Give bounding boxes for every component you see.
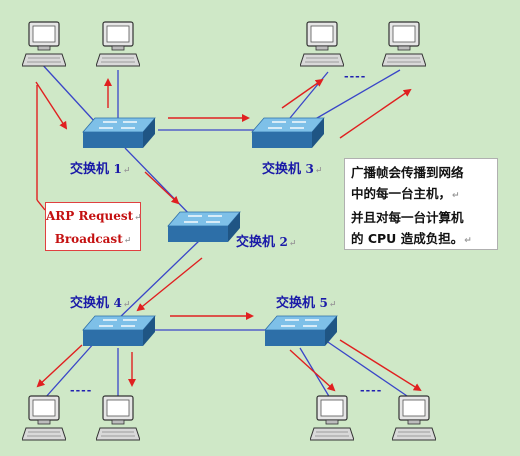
- switch-3: [251, 117, 325, 148]
- arrow-sw5-to-pc8: [339, 339, 422, 392]
- desktop-computer-icon: [382, 21, 426, 67]
- host-pc-6: [96, 395, 140, 441]
- note-line-2: 中的每一台主机，↵: [351, 183, 491, 207]
- switch-label-number: 4: [113, 296, 122, 310]
- switch-2: [167, 211, 241, 242]
- link-sw2-sw4: [114, 239, 201, 323]
- switch-icon: [82, 117, 156, 148]
- arrow-sw4-to-pc5: [36, 344, 83, 388]
- link-sw3-pc3: [289, 71, 329, 119]
- link-pc1-sw1: [39, 61, 96, 123]
- switch-2-label: 交换机 2↵: [236, 231, 296, 250]
- desktop-computer-icon: [310, 395, 354, 441]
- switch-icon: [251, 117, 325, 148]
- broadcast-arrows: [35, 78, 422, 392]
- switch-label-name: 交换机: [236, 235, 276, 250]
- switch-1-label: 交换机 1↵: [70, 158, 130, 177]
- switch-5: [264, 315, 338, 346]
- switch-icon: [82, 315, 156, 346]
- more-hosts-ellipsis-top: ----: [344, 70, 367, 83]
- return-mark: ↵: [464, 236, 472, 246]
- switch-3-label: 交换机 3↵: [262, 158, 322, 177]
- return-mark: ↵: [122, 300, 131, 310]
- arrow-sw1-to-sw2: [144, 171, 180, 205]
- switch-label-name: 交换机: [70, 296, 110, 311]
- host-pc-1: [22, 21, 66, 67]
- return-mark: ↵: [123, 236, 132, 246]
- switch-label-number: 2: [279, 235, 288, 249]
- switch-4: [82, 315, 156, 346]
- switch-icon: [264, 315, 338, 346]
- arrow-sw3-to-pc4: [339, 88, 412, 139]
- arrow-sw2-to-sw4: [136, 257, 203, 312]
- link-sw3-pc4: [304, 69, 401, 126]
- arp-box-line-1-text: ARP Request: [46, 209, 134, 223]
- desktop-computer-icon: [22, 21, 66, 67]
- desktop-computer-icon: [96, 21, 140, 67]
- note-line-4: 的 CPU 造成负担。↵: [351, 228, 491, 252]
- host-pc-5: [22, 395, 66, 441]
- note-line-2-text: 中的每一台主机，: [351, 186, 452, 201]
- switch-label-name: 交换机: [276, 296, 316, 311]
- arrow-pc1-to-sw1: [35, 81, 68, 130]
- return-mark: ↵: [134, 213, 142, 223]
- switch-label-number: 3: [305, 162, 314, 176]
- arp-box-line-2-text: Broadcast: [54, 232, 123, 246]
- host-pc-4: [382, 21, 426, 67]
- arp-box-line-1: ARP Request↵: [46, 206, 142, 229]
- note-line-1: 广播帧会传播到网络: [351, 165, 464, 180]
- arp-request-box: ARP Request↵ Broadcast↵: [45, 202, 142, 252]
- switch-1: [82, 117, 156, 148]
- desktop-computer-icon: [96, 395, 140, 441]
- host-pc-7: [310, 395, 354, 441]
- note-line-4-text: 的 CPU 造成负担。: [351, 231, 464, 246]
- host-pc-8: [392, 395, 436, 441]
- switch-icon: [167, 211, 241, 242]
- return-mark: ↵: [288, 239, 297, 249]
- return-mark: ↵: [328, 300, 337, 310]
- desktop-computer-icon: [392, 395, 436, 441]
- return-mark: ↵: [314, 166, 323, 176]
- switch-5-label: 交换机 5↵: [276, 292, 336, 311]
- desktop-computer-icon: [300, 21, 344, 67]
- broadcast-note: 广播帧会传播到网络 中的每一台主机，↵ 并且对每一台计算机 的 CPU 造成负担…: [344, 158, 498, 250]
- link-sw5-pc8: [321, 337, 411, 399]
- host-pc-3: [300, 21, 344, 67]
- more-hosts-ellipsis-bottom-right: ----: [360, 384, 383, 397]
- return-mark: ↵: [452, 191, 460, 201]
- switch-label-name: 交换机: [70, 162, 110, 177]
- switch-4-label: 交换机 4↵: [70, 292, 130, 311]
- switch-label-number: 1: [113, 162, 122, 176]
- host-pc-2: [96, 21, 140, 67]
- return-mark: ↵: [122, 166, 131, 176]
- more-hosts-ellipsis-bottom-left: ----: [70, 384, 93, 397]
- desktop-computer-icon: [22, 395, 66, 441]
- link-sw1-sw2: [124, 147, 196, 221]
- switch-label-number: 5: [319, 296, 328, 310]
- switch-label-name: 交换机: [262, 162, 302, 177]
- arrow-pc1-to-arp-box-tail: [36, 199, 46, 211]
- link-sw4-pc5: [44, 341, 96, 399]
- link-lines: [39, 61, 411, 399]
- arrow-sw5-to-pc7: [289, 349, 336, 392]
- note-line-3: 并且对每一台计算机: [351, 210, 464, 225]
- arp-box-line-2: Broadcast↵: [46, 229, 140, 252]
- arrow-sw3-to-pc3: [281, 78, 324, 109]
